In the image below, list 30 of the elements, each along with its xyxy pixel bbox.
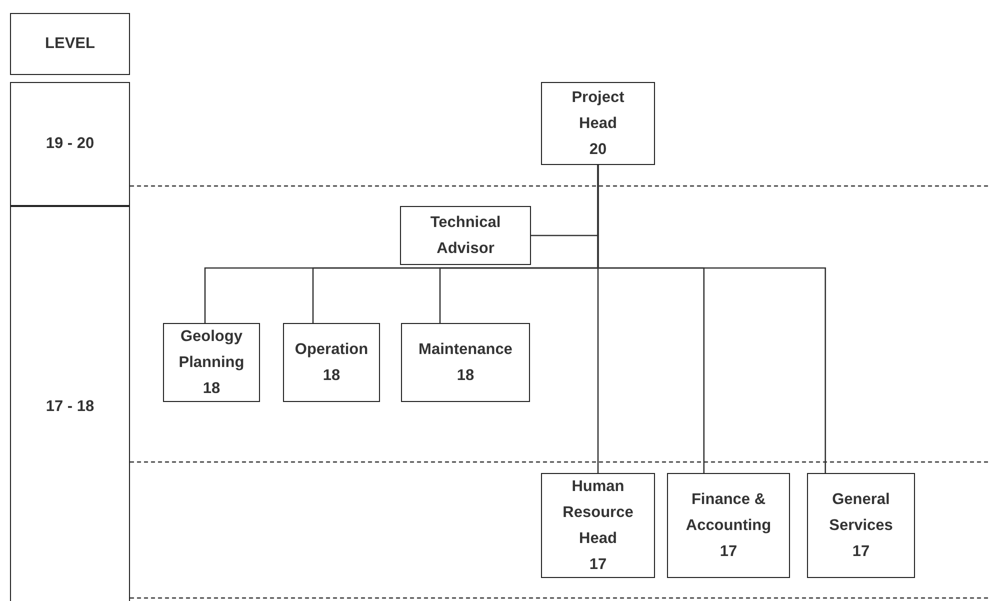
- level-label: LEVEL: [45, 34, 95, 54]
- position-title: Human Resource Head: [562, 476, 634, 548]
- level-label: 19 - 20: [46, 134, 94, 154]
- position-box: [163, 323, 260, 402]
- position-title: General Services: [828, 490, 894, 536]
- grade-number: 17: [852, 542, 870, 562]
- position-box: [541, 82, 655, 165]
- position-box: [807, 473, 915, 578]
- position-box: [283, 323, 380, 402]
- level-box: [10, 13, 130, 75]
- position-title: Operation: [294, 340, 368, 360]
- grade-number: 17: [720, 542, 738, 562]
- grade-number: 18: [202, 378, 220, 398]
- position-box: [541, 473, 655, 578]
- level-box: [10, 82, 130, 206]
- grade-number: 18: [322, 366, 340, 386]
- position-title: Project Head: [570, 88, 626, 134]
- position-box: [401, 323, 530, 402]
- grade-number: 20: [589, 140, 607, 160]
- position-box: [400, 206, 531, 265]
- connector-line: [597, 165, 826, 473]
- level-label: 17 - 18: [46, 396, 94, 416]
- level-box: [10, 206, 130, 601]
- position-title: Maintenance: [418, 340, 512, 360]
- position-title: Finance & Accounting: [684, 490, 772, 536]
- position-title: Technical Advisor: [429, 212, 502, 258]
- grade-number: 17: [589, 554, 607, 574]
- position-title: Geology Planning: [178, 326, 246, 372]
- grade-number: 18: [456, 366, 474, 386]
- position-box: [667, 473, 790, 578]
